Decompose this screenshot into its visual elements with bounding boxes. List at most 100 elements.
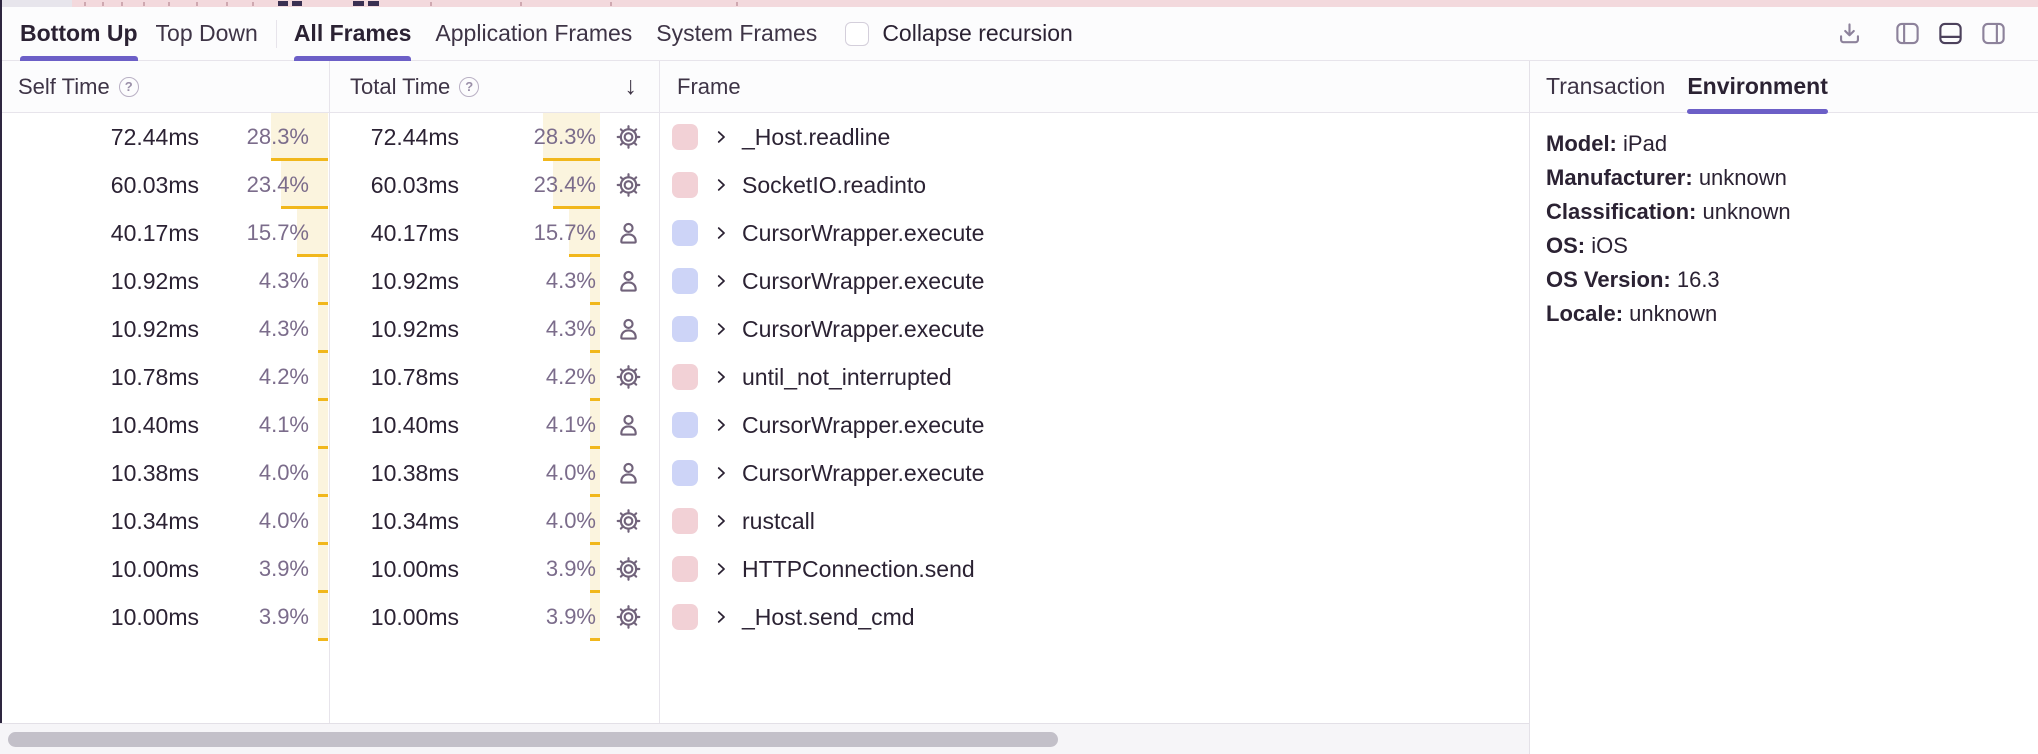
user-icon — [615, 268, 642, 295]
active-tab-underline — [20, 55, 138, 61]
frame-color-chip — [672, 364, 698, 390]
total-percent-bar — [590, 545, 600, 593]
tab-system-frames[interactable]: System Frames — [656, 7, 817, 61]
table-row[interactable]: 10.40ms 4.1% 10.40ms 4.1% — [0, 401, 1529, 449]
total-time-cell: 60.03ms 23.4% — [330, 161, 660, 209]
table-row[interactable]: 10.34ms 4.0% 10.34ms 4.0% — [0, 497, 1529, 545]
frame-name: HTTPConnection.send — [742, 555, 975, 582]
table-row[interactable]: 60.03ms 23.4% 60.03ms 23.4% — [0, 161, 1529, 209]
total-percent-value: 4.0% — [545, 508, 596, 533]
total-time-cell: 10.00ms 3.9% — [330, 593, 660, 641]
self-percent-value: 15.7% — [246, 220, 309, 245]
self-time-value: 10.92ms — [110, 267, 199, 294]
side-panel-tabs: Transaction Environment — [1530, 61, 2038, 114]
self-time-value: 10.78ms — [110, 363, 199, 390]
frame-color-chip — [672, 220, 698, 246]
table-row[interactable]: 10.78ms 4.2% 10.78ms 4.2% — [0, 353, 1529, 401]
total-percent-bar — [569, 209, 600, 257]
total-percent-value: 4.3% — [545, 316, 596, 341]
frame-cell: until_not_interrupted — [660, 353, 1529, 401]
download-icon[interactable] — [1834, 19, 1864, 49]
tab-all-frames[interactable]: All Frames — [293, 7, 412, 61]
minimap-tick — [121, 2, 123, 6]
user-icon — [615, 412, 642, 439]
tab-environment[interactable]: Environment — [1687, 61, 1828, 114]
tab-system-frames-label: System Frames — [656, 20, 818, 46]
tab-top-down[interactable]: Top Down — [156, 7, 258, 61]
table-row[interactable]: 72.44ms 28.3% 72.44ms 28.3% — [0, 113, 1529, 161]
self-percent-value: 28.3% — [246, 124, 309, 149]
panel-right-icon[interactable] — [1978, 19, 2008, 49]
chevron-right-icon[interactable] — [712, 512, 730, 530]
total-percent-value: 3.9% — [545, 556, 596, 581]
chevron-right-icon[interactable] — [712, 128, 730, 146]
tab-environment-label: Environment — [1687, 73, 1828, 99]
self-percent-value: 4.2% — [258, 364, 309, 389]
gear-icon — [615, 556, 642, 583]
tab-bottom-up[interactable]: Bottom Up — [20, 7, 138, 61]
help-icon[interactable]: ? — [118, 76, 139, 97]
collapse-recursion-label: Collapse recursion — [882, 20, 1073, 46]
chevron-right-icon[interactable] — [712, 416, 730, 434]
table-row[interactable]: 10.38ms 4.0% 10.38ms 4.0% — [0, 449, 1529, 497]
self-percent-bar — [318, 305, 328, 353]
frame-cell: CursorWrapper.execute — [660, 401, 1529, 449]
self-time-cell: 10.92ms 4.3% — [0, 257, 330, 305]
window-left-edge — [0, 0, 2, 723]
total-time-value: 72.44ms — [370, 123, 459, 150]
flamegraph-minimap-strip[interactable] — [0, 0, 2038, 7]
self-time-value: 60.03ms — [110, 171, 199, 198]
total-time-cell: 40.17ms 15.7% — [330, 209, 660, 257]
horizontal-scrollbar-thumb[interactable] — [8, 732, 1058, 747]
total-time-cell: 10.38ms 4.0% — [330, 449, 660, 497]
collapse-recursion-checkbox[interactable] — [845, 21, 870, 46]
chevron-right-icon[interactable] — [712, 560, 730, 578]
table-row[interactable]: 10.92ms 4.3% 10.92ms 4.3% — [0, 257, 1529, 305]
frame-table: Self Time ? Total Time ? ↓ Frame 72.44ms… — [0, 61, 1529, 754]
column-header-self-time[interactable]: Self Time ? — [0, 61, 330, 112]
chevron-right-icon[interactable] — [712, 176, 730, 194]
env-os-value: iOS — [1591, 233, 1628, 258]
frame-cell: rustcall — [660, 497, 1529, 545]
tab-transaction[interactable]: Transaction — [1546, 61, 1665, 113]
frame-cell: CursorWrapper.execute — [660, 449, 1529, 497]
table-row[interactable]: 10.00ms 3.9% 10.00ms 3.9% — [0, 593, 1529, 641]
env-os-label: OS: — [1546, 233, 1586, 258]
frame-name: SocketIO.readinto — [742, 171, 927, 198]
table-row[interactable]: 40.17ms 15.7% 40.17ms 15.7% — [0, 209, 1529, 257]
self-time-cell: 10.00ms 3.9% — [0, 545, 330, 593]
total-percent-bar — [590, 305, 600, 353]
chevron-right-icon[interactable] — [712, 272, 730, 290]
chevron-right-icon[interactable] — [712, 224, 730, 242]
panel-bottom-icon[interactable] — [1935, 19, 1965, 49]
sort-descending-icon[interactable]: ↓ — [624, 72, 638, 100]
chevron-right-icon[interactable] — [712, 608, 730, 626]
tab-application-frames[interactable]: Application Frames — [435, 7, 632, 61]
tab-transaction-label: Transaction — [1546, 73, 1666, 99]
total-percent-value: 23.4% — [533, 172, 596, 197]
total-time-value: 40.17ms — [370, 219, 459, 246]
minimap-tick — [196, 2, 198, 6]
self-percent-value: 4.3% — [258, 316, 309, 341]
env-locale-line: Locale: unknown — [1546, 297, 2022, 331]
self-time-cell: 40.17ms 15.7% — [0, 209, 330, 257]
env-locale-value: unknown — [1629, 301, 1718, 326]
total-time-value: 10.92ms — [370, 315, 459, 342]
panel-left-icon[interactable] — [1892, 19, 1922, 49]
table-row[interactable]: 10.92ms 4.3% 10.92ms 4.3% — [0, 305, 1529, 353]
user-icon — [615, 316, 642, 343]
column-header-frame[interactable]: Frame — [660, 61, 1529, 112]
help-icon[interactable]: ? — [459, 76, 480, 97]
chevron-right-icon[interactable] — [712, 320, 730, 338]
frame-cell: CursorWrapper.execute — [660, 209, 1529, 257]
total-percent-value: 3.9% — [545, 604, 596, 629]
table-row[interactable]: 10.00ms 3.9% 10.00ms 3.9% — [0, 545, 1529, 593]
total-time-value: 10.00ms — [370, 555, 459, 582]
horizontal-scrollbar[interactable] — [0, 723, 1529, 754]
column-header-total-time[interactable]: Total Time ? ↓ — [330, 61, 660, 112]
chevron-right-icon[interactable] — [712, 368, 730, 386]
chevron-right-icon[interactable] — [712, 464, 730, 482]
self-time-value: 10.34ms — [110, 507, 199, 534]
user-icon — [615, 220, 642, 247]
